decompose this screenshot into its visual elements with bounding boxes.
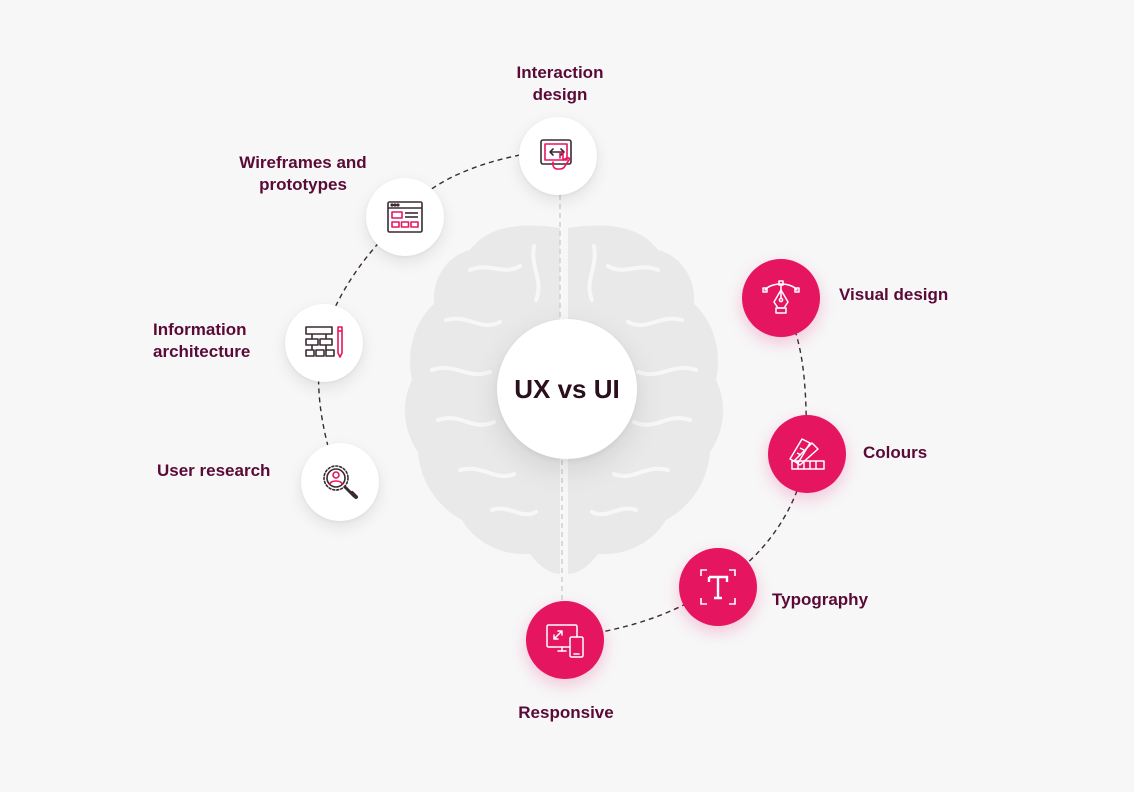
node-information-architecture [285,304,363,382]
pen-tool-icon [762,280,800,314]
interaction-design-icon [540,139,572,170]
label-typography: Typography [772,590,869,609]
label-interaction-design: Interaction design [516,63,604,104]
brain-illustration [404,225,724,575]
node-typography [679,548,757,626]
sitemap-pencil-icon [305,326,343,358]
label-colours: Colours [863,443,928,462]
label-responsive: Responsive [518,703,614,722]
wireframe-icon [387,201,423,233]
label-user-research: User research [157,461,271,480]
label-information-architecture: Information architecture [153,320,251,361]
center-hub: UX vs UI [497,319,637,459]
colour-swatch-icon [789,438,825,470]
label-wireframes-prototypes: Wireframes and prototypes [239,153,367,194]
brain-folds [430,244,698,517]
ux-connector-arc [317,154,521,481]
ui-connector-arc [564,297,807,639]
node-wireframes-prototypes [366,178,444,256]
node-interaction-design [519,117,597,195]
typography-icon [700,569,736,605]
node-visual-design [742,259,820,337]
node-responsive [526,601,604,679]
center-label: UX vs UI [514,373,620,404]
label-visual-design: Visual design [839,285,949,304]
node-colours [768,415,846,493]
node-user-research [301,443,379,521]
user-search-icon [323,465,358,499]
responsive-devices-icon [546,624,584,658]
